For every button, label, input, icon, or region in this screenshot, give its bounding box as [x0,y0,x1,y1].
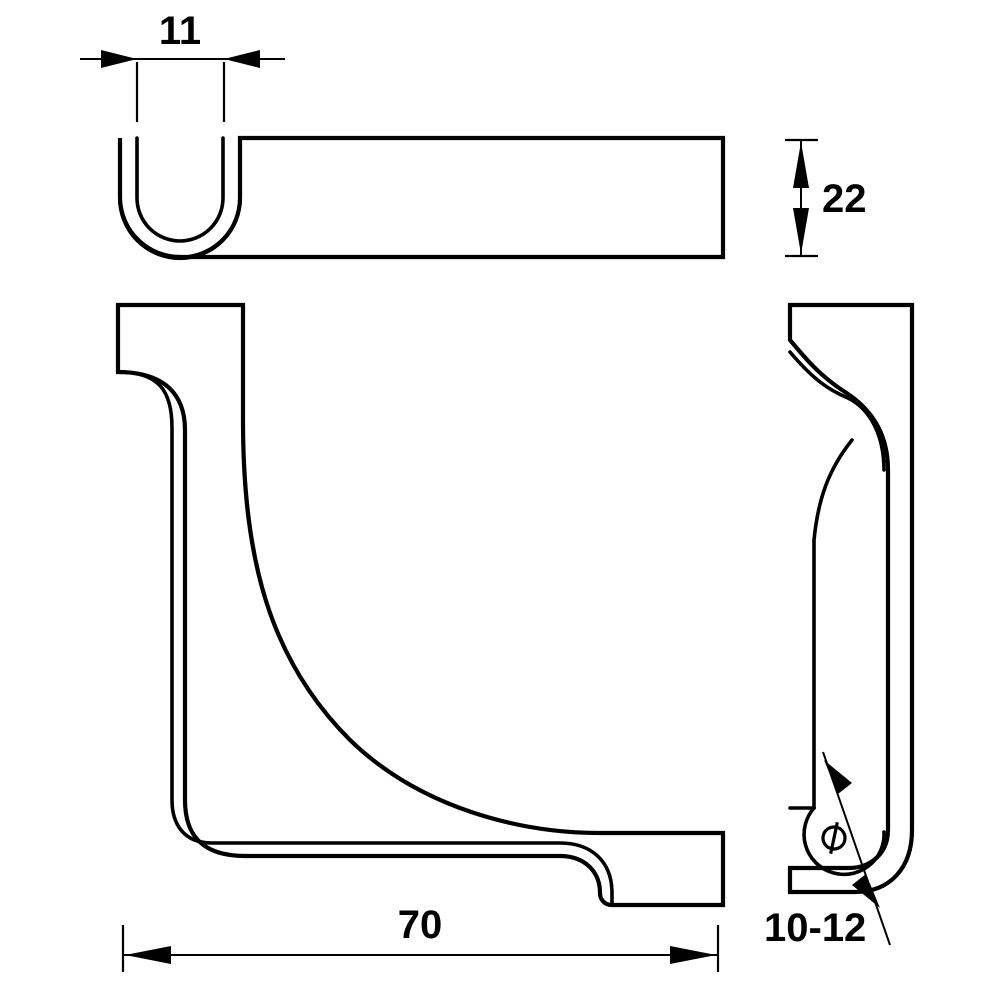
diameter-symbol-slash [829,822,839,854]
top-view-u-outer-arc [184,196,242,259]
front-view-outline [115,302,726,908]
diameter-symbol [821,822,847,854]
top-view-outline [117,135,726,261]
side-view-hook-arc [802,806,886,877]
dimension-11-arrow-right [224,50,260,68]
dimension-11-arrow-left [101,50,137,68]
front-view-inner-offset [116,370,614,907]
side-view-inner-long-curve [812,438,854,810]
top-view-slot [135,136,225,243]
dimension-70: 70 [121,903,720,972]
dimension-70-text: 70 [398,903,443,947]
dimension-10-12-arrow-lower [852,874,880,908]
front-view [115,302,726,908]
top-view [117,135,726,261]
dimension-70-arrow-left [125,946,171,964]
side-view-outline [787,302,915,895]
dimension-10-12: 10-12 [764,751,891,950]
dimension-10-12-text: 10-12 [764,906,866,950]
dimension-22-arrow-bottom [793,208,809,254]
dimension-70-arrow-right [670,946,716,964]
side-view [787,302,915,895]
dimension-11-text: 11 [159,9,201,53]
dimension-11: 11 [80,9,285,122]
dimension-22: 22 [785,138,867,258]
dimension-22-text: 22 [822,177,867,221]
dimension-10-12-arrow-upper [824,760,852,794]
side-view-s-curve-upper [788,350,886,472]
dimension-22-arrow-top [793,142,809,188]
